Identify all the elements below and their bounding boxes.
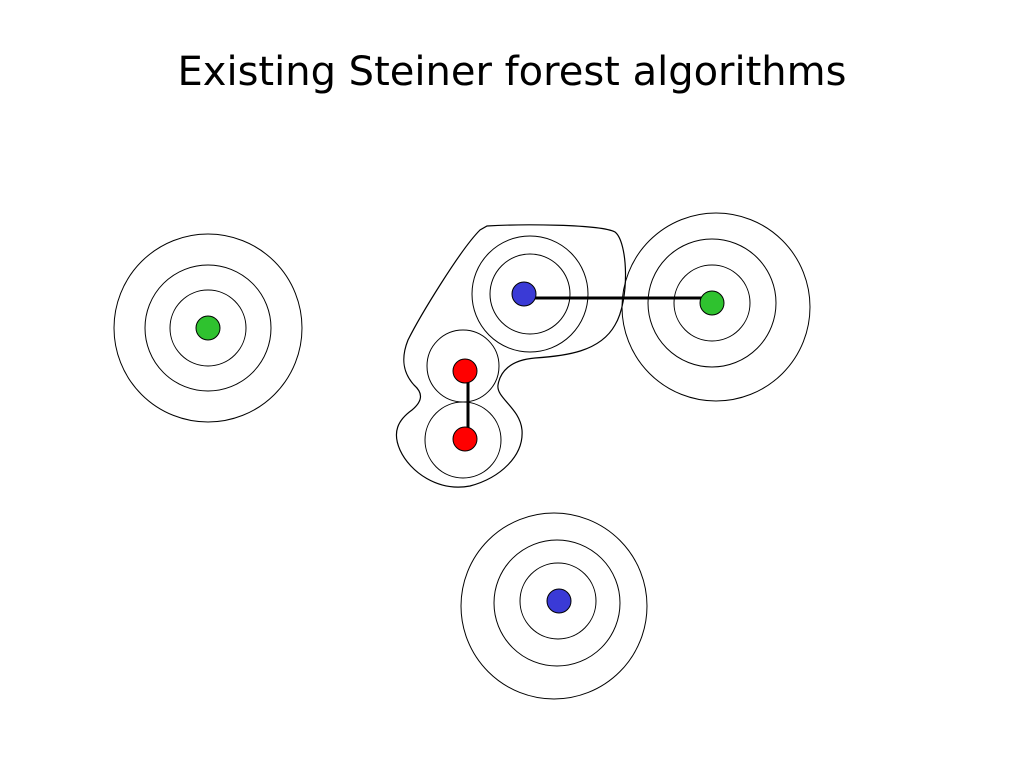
cluster-top-blue [471, 235, 589, 353]
moat-ring-inner [169, 289, 247, 367]
moat-ring-middle [144, 264, 272, 392]
moat-ring-lower-red [424, 401, 502, 479]
slide-title: Existing Steiner forest algorithms [177, 49, 847, 95]
terminal-node-red-lower [452, 426, 478, 452]
cluster-left-green [113, 233, 303, 423]
moat-ring-outer [621, 212, 811, 402]
terminal-node-blue-bottom [546, 588, 572, 614]
terminal-node-green-right [699, 290, 725, 316]
terminal-node-green [195, 315, 221, 341]
merged-moat-boundary [395, 224, 627, 488]
moat-ring-inner [673, 264, 751, 342]
moat-ring-middle [493, 539, 621, 667]
moat-ring-outer [113, 233, 303, 423]
moat-ring-outer [460, 512, 648, 700]
moat-ring-outer [471, 235, 589, 353]
moat-ring-inner [489, 253, 571, 335]
cluster-bottom-blue [460, 512, 648, 700]
cluster-red-pair [424, 329, 502, 479]
moat-ring-middle [647, 238, 777, 368]
cluster-right-green [621, 212, 811, 402]
terminal-node-blue-top [511, 281, 537, 307]
terminal-node-red-upper [452, 358, 478, 384]
moat-ring-inner [519, 562, 597, 640]
